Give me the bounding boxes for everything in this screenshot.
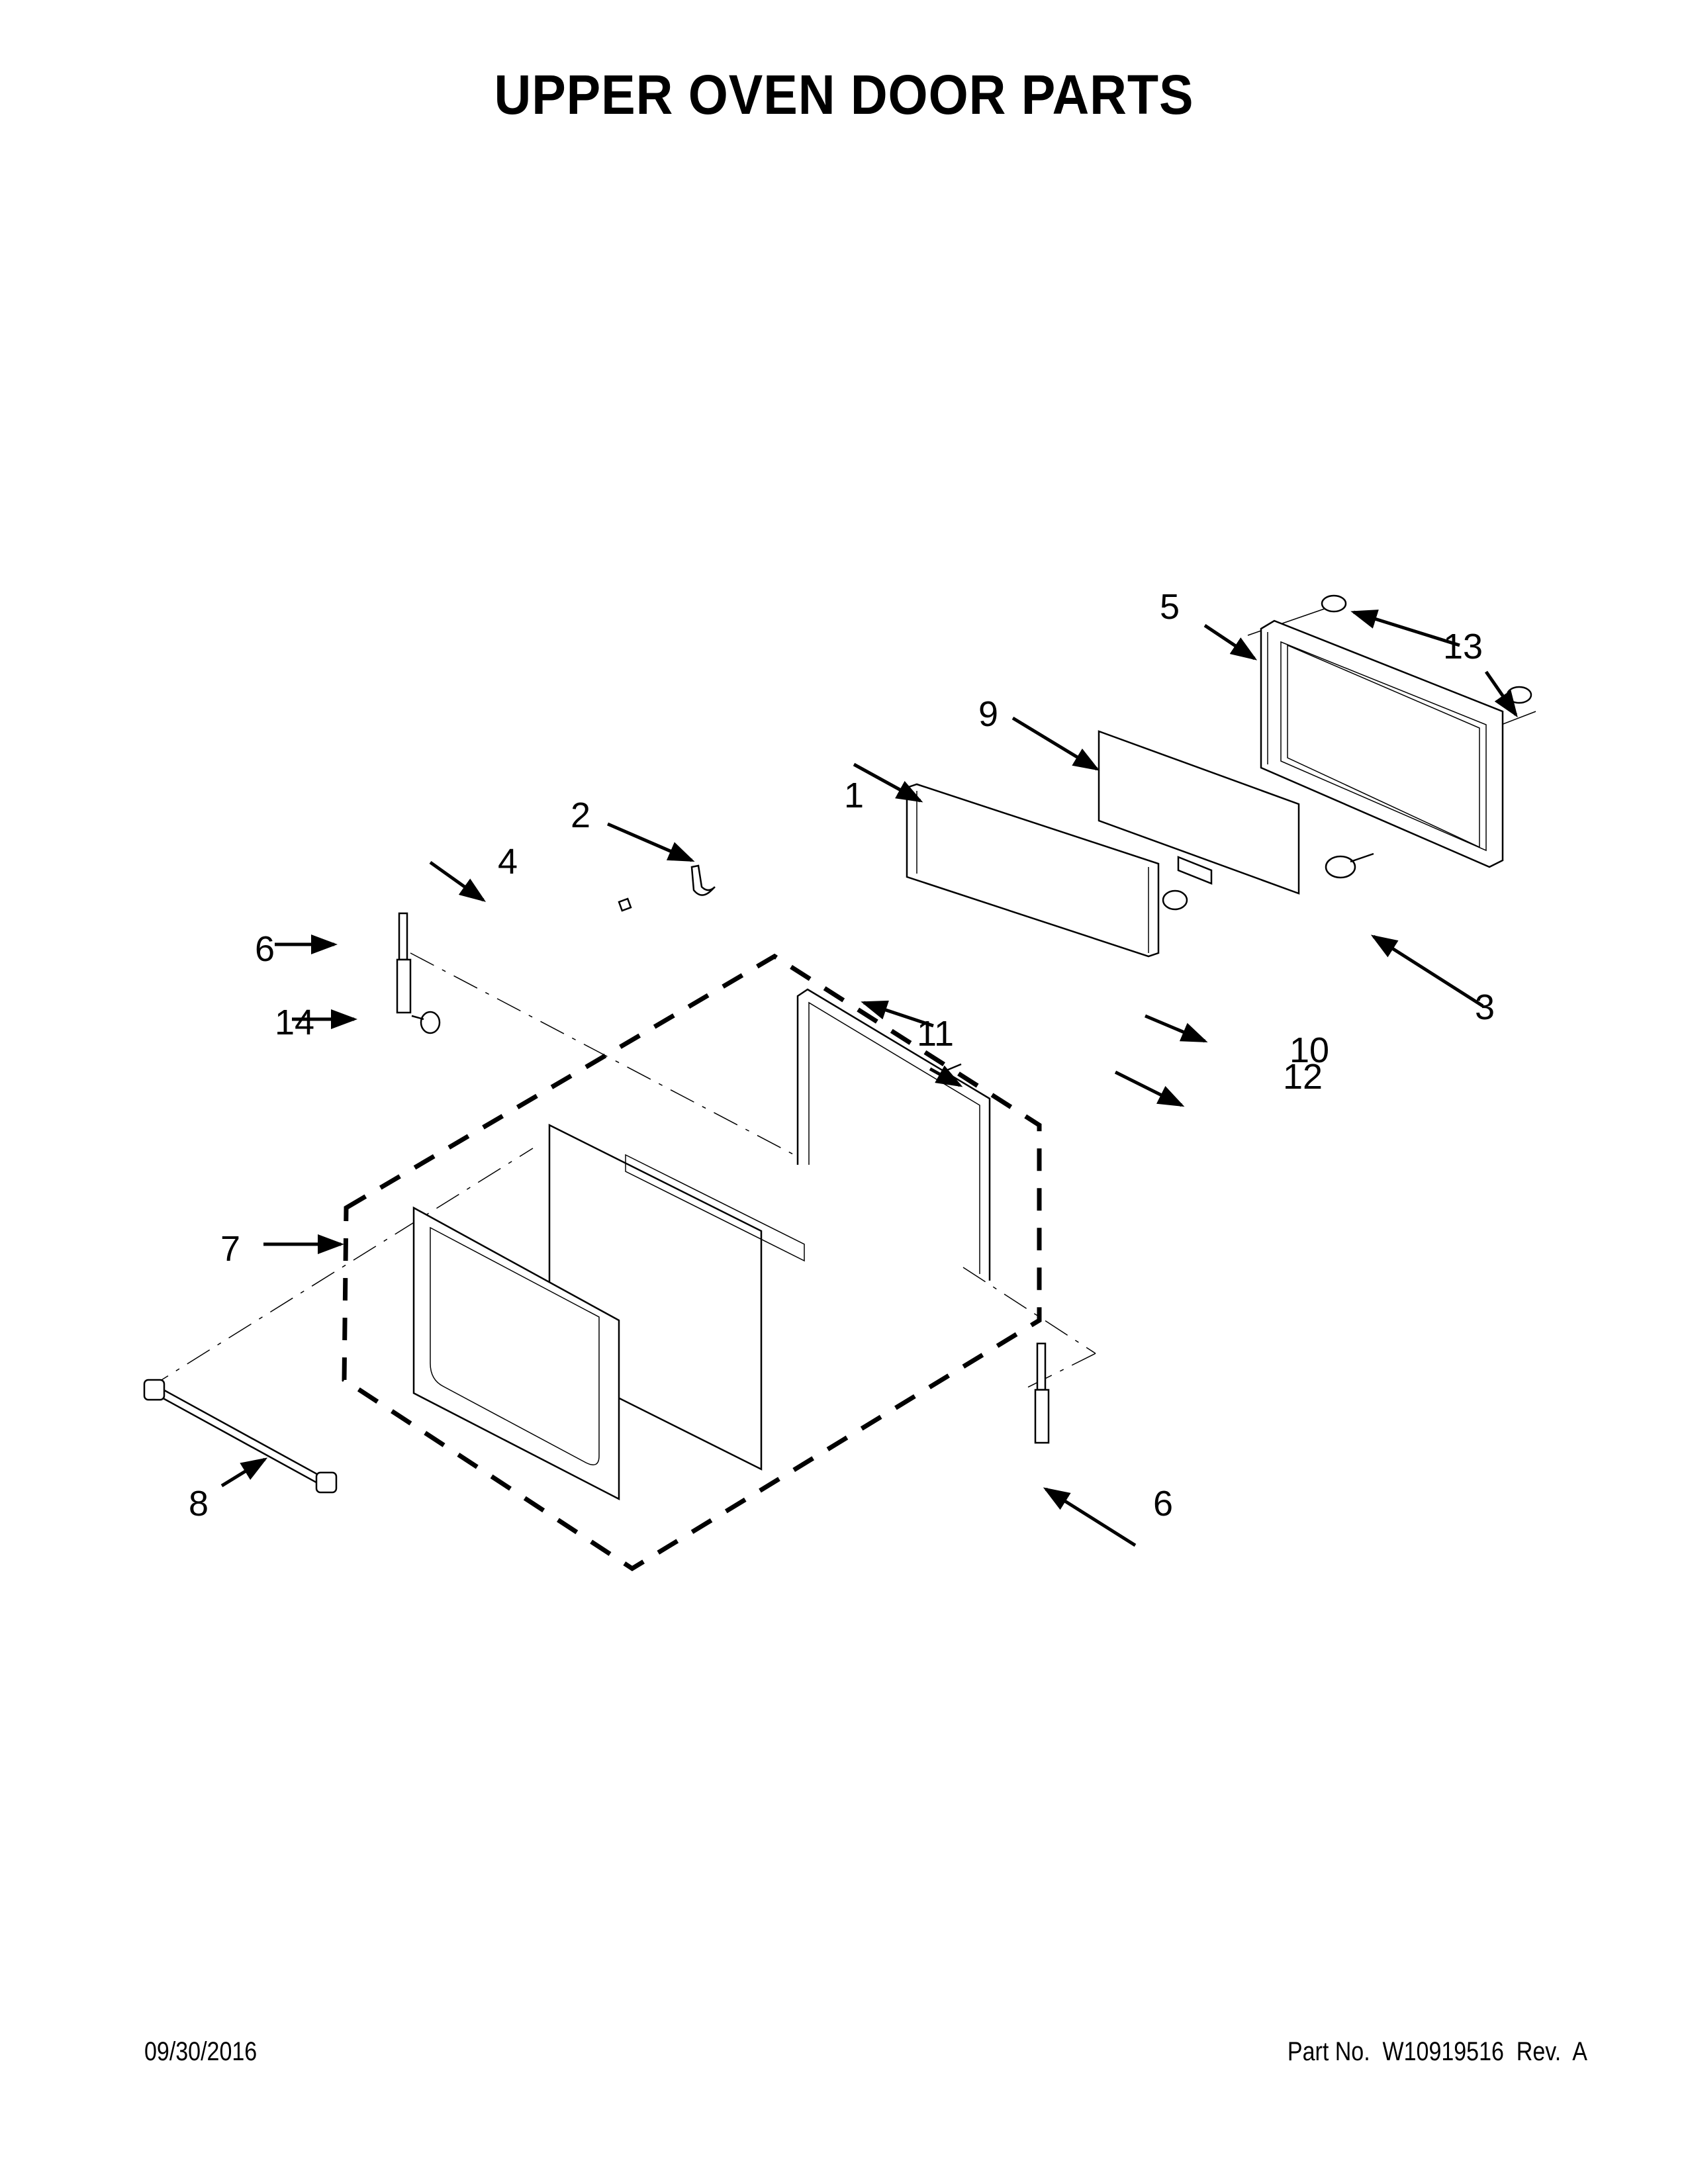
footer-part-number: Part No. W10919516 Rev. A: [1288, 2037, 1587, 2066]
part-7-vent-strip[interactable]: [625, 1154, 805, 1262]
part-14-hinge-screw[interactable]: [411, 1011, 441, 1034]
part-9-inner-glass[interactable]: [1098, 730, 1300, 895]
part-7-inner-u-frame[interactable]: [796, 988, 991, 1281]
assembly-7-outline: [342, 953, 1042, 1572]
part-6-hinge-right[interactable]: [1034, 1342, 1050, 1444]
callout-13: 13: [1443, 627, 1483, 666]
callout-labels: 5 13 9 1 2 4 6 14 11 10 12 3 7 8 6: [189, 587, 1495, 1524]
part-8-door-handle[interactable]: [143, 1379, 338, 1494]
callout-4: 4: [498, 842, 518, 882]
part-2-bracket-clip[interactable]: [690, 864, 716, 896]
callout-6-right: 6: [1153, 1484, 1173, 1524]
callout-11: 11: [917, 1014, 954, 1054]
part-5-door-liner-frame[interactable]: [1260, 619, 1504, 868]
part-6-hinge-left[interactable]: [396, 912, 412, 1014]
footer-date: 09/30/2016: [144, 2037, 258, 2066]
callout-10: 10: [1289, 1030, 1329, 1070]
part-10-glass-bracket[interactable]: [1177, 856, 1213, 885]
page-title: UPPER OVEN DOOR PARTS: [494, 64, 1194, 126]
callout-arrows: [220, 610, 1518, 1547]
callout-3: 3: [1475, 987, 1495, 1027]
part-4-small-clip[interactable]: [618, 897, 632, 912]
callout-1: 1: [844, 776, 864, 815]
callout-6-left: 6: [255, 929, 275, 969]
callout-9: 9: [978, 694, 998, 734]
callout-2: 2: [571, 796, 590, 835]
part-12-bracket-screw[interactable]: [1162, 889, 1188, 911]
part-3-screw[interactable]: [1325, 852, 1374, 879]
callout-5: 5: [1160, 587, 1180, 627]
callout-12: 12: [1283, 1057, 1323, 1097]
callout-8: 8: [189, 1484, 209, 1524]
callout-14: 14: [275, 1003, 314, 1042]
part-7-outer-door-panel[interactable]: [412, 1206, 620, 1501]
callout-7: 7: [220, 1229, 240, 1269]
